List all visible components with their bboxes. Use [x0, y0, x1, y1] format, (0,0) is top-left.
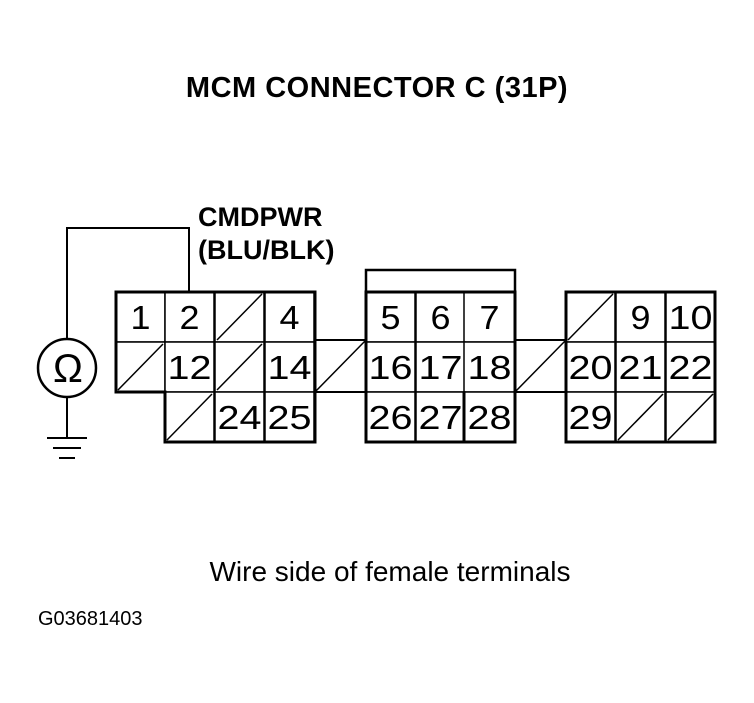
- terminal-number: 22: [669, 349, 713, 386]
- connector-block-middle: [364, 290, 517, 444]
- terminal-cavity: [164, 291, 215, 343]
- wire-color-label: (BLU/BLK): [198, 235, 335, 265]
- terminal-number: 5: [381, 299, 401, 336]
- terminal-number: 24: [218, 399, 262, 436]
- diagram-caption: Wire side of female terminals: [209, 556, 571, 587]
- terminal-number: 6: [431, 299, 451, 336]
- terminal-number: 14: [268, 349, 312, 386]
- terminal-number: 10: [669, 299, 713, 336]
- ground-icon: [47, 437, 87, 459]
- connector-block-right: [564, 290, 717, 444]
- terminal-number: 27: [419, 399, 463, 436]
- terminal-number: 20: [569, 349, 613, 386]
- terminal-number: 18: [468, 349, 512, 386]
- terminal-number: 26: [369, 399, 413, 436]
- terminal-cavity: [615, 341, 666, 393]
- terminal-number: 17: [419, 349, 463, 386]
- wire-signal-label: CMDPWR: [198, 202, 323, 232]
- terminal-cavity: [463, 341, 516, 393]
- ohmmeter-symbol: Ω: [53, 347, 83, 391]
- blank-cavity-slash: [567, 293, 614, 341]
- connector-block-left: [114, 290, 317, 444]
- blank-cavity-slash: [216, 293, 263, 341]
- terminal-number: 7: [480, 299, 500, 336]
- terminal-number: 28: [468, 399, 512, 436]
- terminal-number: 2: [180, 299, 200, 336]
- terminal-number: 12: [168, 349, 212, 386]
- terminal-number: 25: [268, 399, 312, 436]
- blank-cavity-slash: [166, 393, 213, 441]
- terminal-cavity: [415, 391, 466, 443]
- blank-cavity-slash: [617, 393, 664, 441]
- terminal-cavity: [415, 341, 466, 393]
- connector-lock-tab: [364, 268, 517, 294]
- figure-id: G03681403: [38, 608, 143, 630]
- terminal-cavity: [214, 391, 265, 443]
- terminal-number: 9: [631, 299, 651, 336]
- blank-cavity-slash: [117, 343, 164, 391]
- terminal-number: 4: [280, 299, 300, 336]
- terminal-number: 29: [569, 399, 613, 436]
- terminal-number: 1: [131, 299, 151, 336]
- blank-cavity-slash: [216, 343, 263, 391]
- terminal-number: 16: [369, 349, 413, 386]
- probe-wire: [66, 227, 190, 338]
- diagram-title: MCM CONNECTOR C (31P): [185, 72, 569, 104]
- terminal-number: 21: [619, 349, 663, 386]
- blank-cavity-slash: [667, 393, 714, 441]
